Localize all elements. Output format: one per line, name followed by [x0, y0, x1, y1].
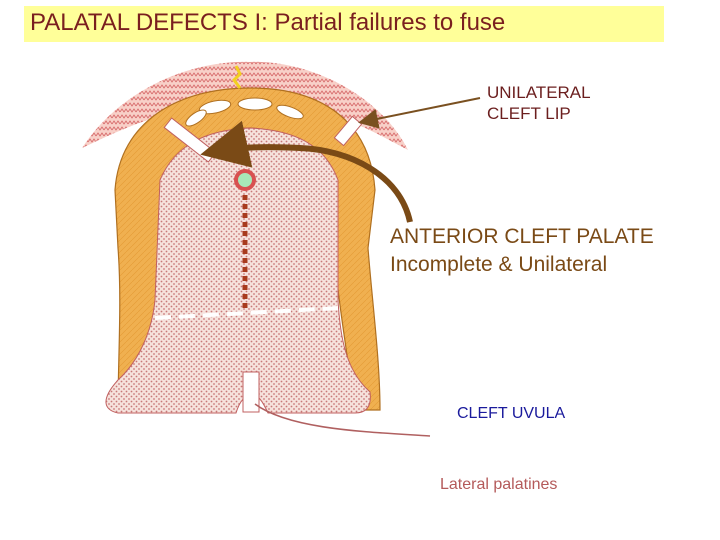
incisive-foramen-marker	[234, 169, 256, 191]
cleft-uvula-slit	[242, 371, 260, 413]
label-unilateral-cleft-lip-line2: CLEFT LIP	[487, 104, 571, 123]
cleft-lip-notch	[232, 65, 242, 89]
label-anterior-cleft-palate-line2: Incomplete & Unilateral	[390, 253, 608, 276]
label-unilateral-cleft-lip: UNILATERAL CLEFT LIP	[487, 82, 591, 124]
label-cleft-uvula: CLEFT UVULA	[457, 405, 566, 422]
title-background	[24, 6, 664, 42]
label-unilateral-cleft-lip-line1: UNILATERAL	[487, 83, 591, 102]
incisor-teeth	[185, 97, 304, 127]
arrow-cleft-uvula	[254, 403, 431, 437]
arrow-unilateral-cleft-lip	[358, 97, 481, 129]
label-anterior-cleft-palate: ANTERIOR CLEFT PALATE Incomplete & Unila…	[390, 223, 654, 279]
upper-lip-tissue	[82, 61, 408, 150]
right-cleft-slit	[333, 115, 363, 147]
palate-body	[105, 127, 371, 414]
arrow-anterior-cleft-palate	[200, 120, 413, 223]
label-anterior-cleft-palate-line1: ANTERIOR CLEFT PALATE	[390, 225, 654, 248]
slide-title: PALATAL DEFECTS I: Partial failures to f…	[30, 9, 506, 36]
label-lateral-palatines: Lateral palatines	[440, 476, 558, 493]
palatine-suture-line	[154, 306, 339, 320]
